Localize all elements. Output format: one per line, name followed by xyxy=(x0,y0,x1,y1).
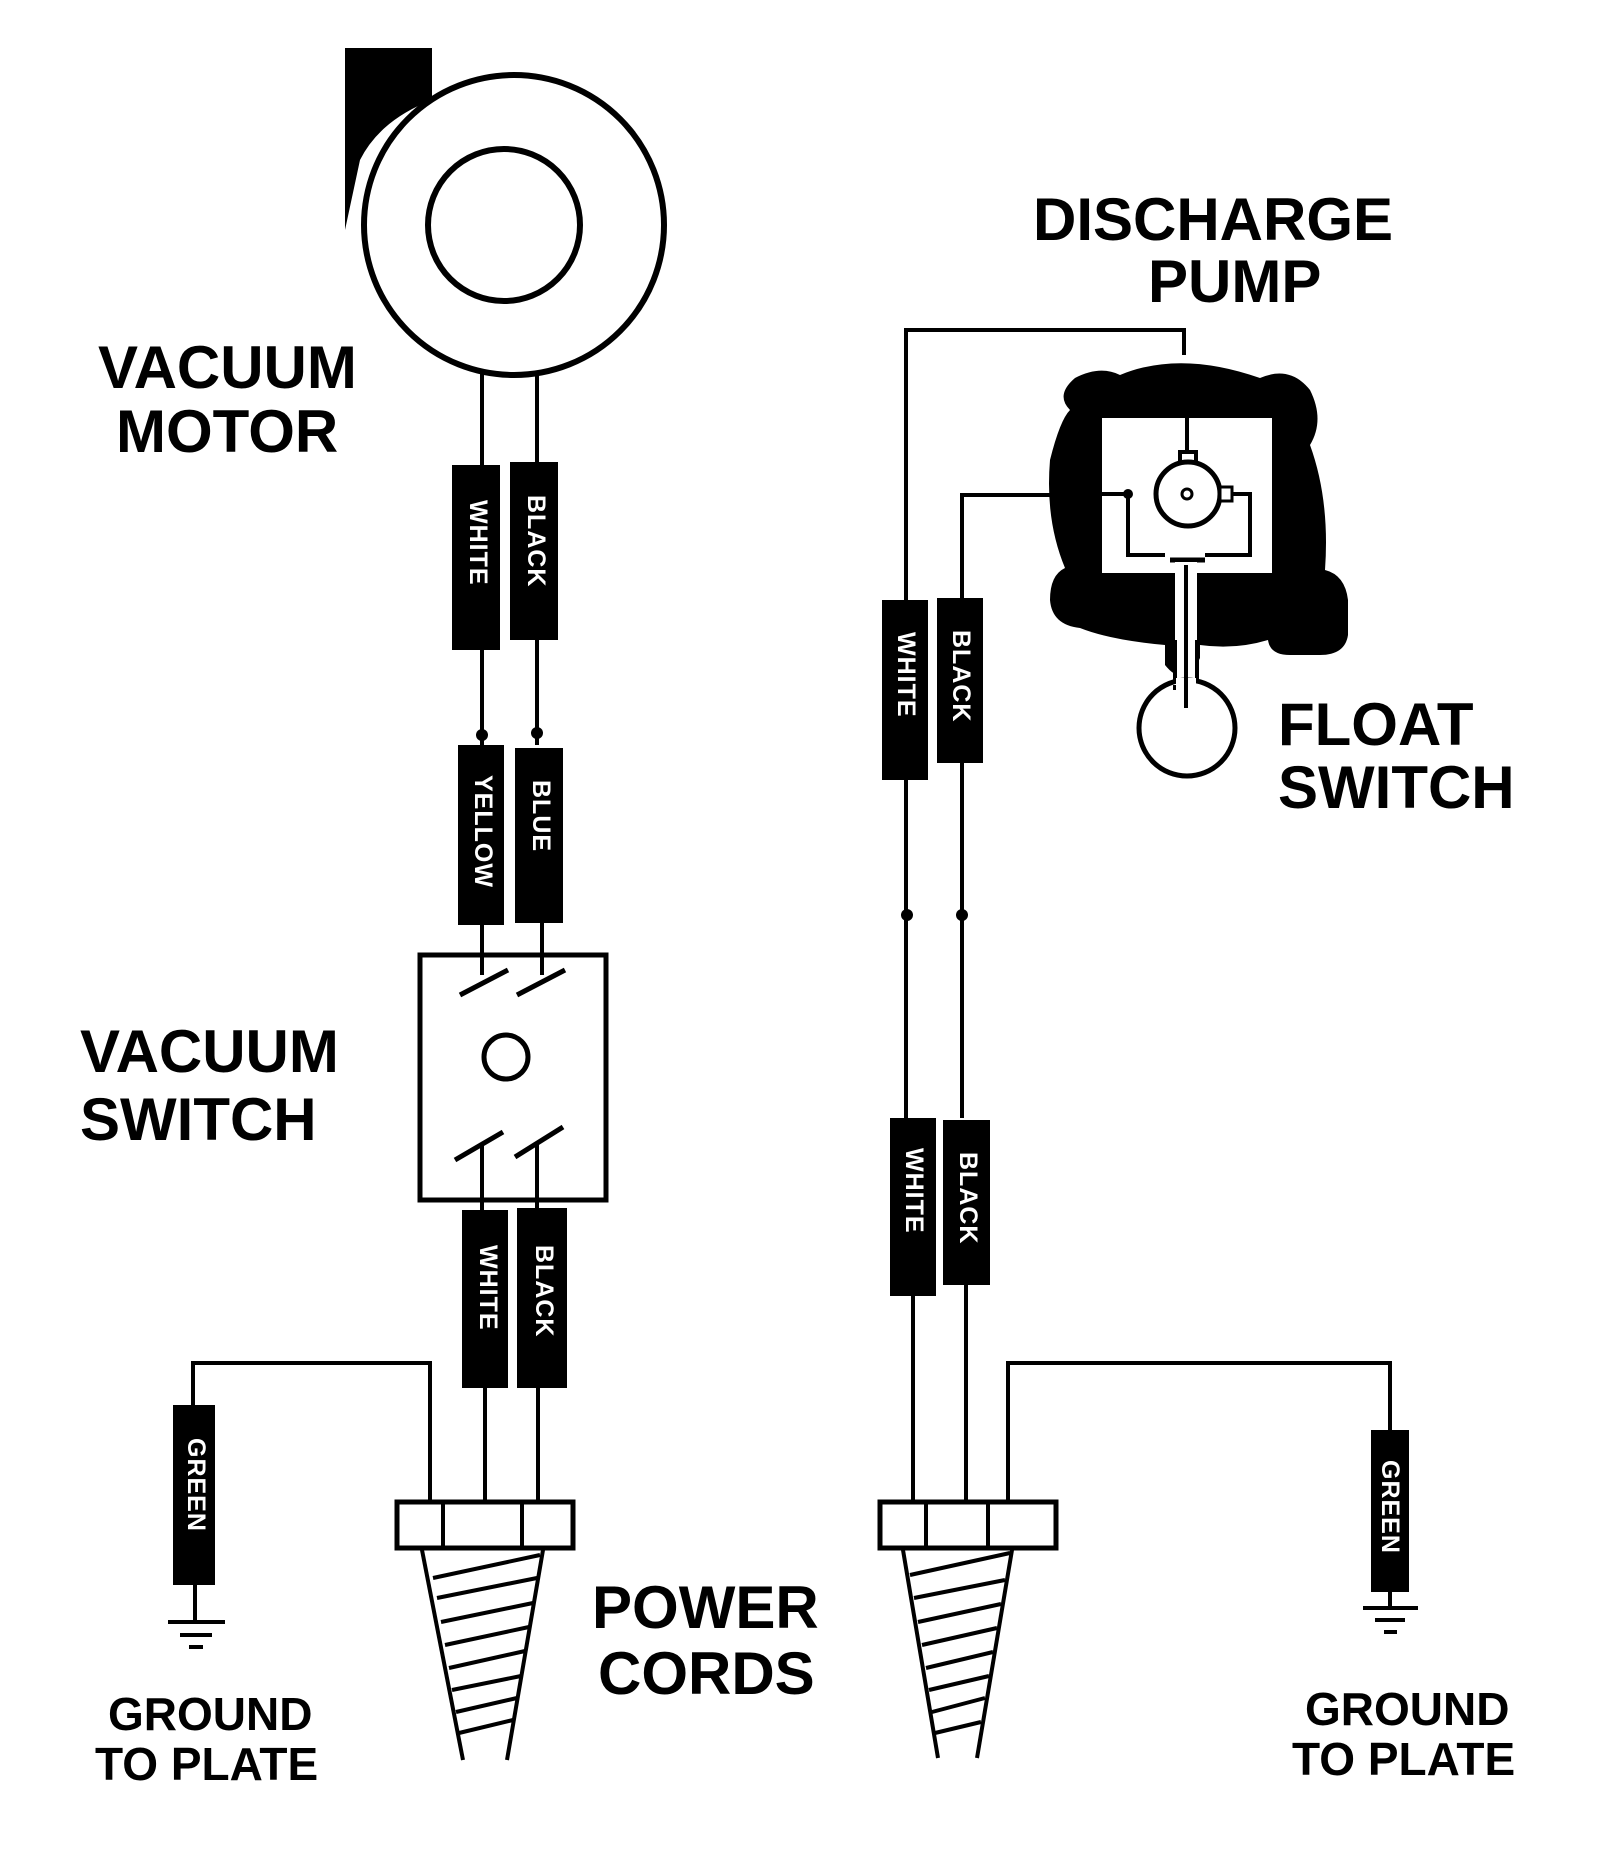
tag-motor-black: BLACK xyxy=(510,462,558,640)
svg-text:BLUE: BLUE xyxy=(527,780,555,852)
splice-dot-pump-right xyxy=(956,909,968,921)
vacuum-motor-label: VACUUM MOTOR xyxy=(98,334,374,465)
tag-left-green: GREEN xyxy=(173,1405,215,1585)
svg-text:WHITE: WHITE xyxy=(892,632,920,718)
tag-switch-out-white: WHITE xyxy=(462,1210,508,1388)
motor-exhaust-housing xyxy=(345,48,432,230)
tag-switch-blue: BLUE xyxy=(515,748,563,923)
svg-text:WHITE: WHITE xyxy=(900,1148,928,1234)
wire-right-ground xyxy=(1006,1361,1392,1502)
ground-right-label: GROUND TO PLATE xyxy=(1292,1683,1522,1785)
ground-symbol-left xyxy=(168,1585,225,1649)
svg-text:BLACK: BLACK xyxy=(530,1245,558,1338)
svg-text:GREEN: GREEN xyxy=(1376,1460,1404,1554)
motor-inner-ring xyxy=(425,146,583,304)
pump-motor-shaft xyxy=(1180,487,1194,501)
switch-contact-3 xyxy=(453,1129,505,1163)
vacuum-motor xyxy=(345,48,667,378)
vacuum-switch-label: VACUUM SWITCH xyxy=(80,1018,356,1153)
tag-pump-lower-white: WHITE xyxy=(890,1118,936,1296)
svg-text:WHITE: WHITE xyxy=(464,500,492,586)
discharge-pump xyxy=(1049,363,1348,779)
switch-contact-2 xyxy=(515,967,567,998)
tag-pump-white: WHITE xyxy=(882,600,928,780)
switch-actuator xyxy=(481,1032,531,1082)
wire-pump-white xyxy=(904,328,1186,600)
power-cord-right xyxy=(877,1499,1059,1759)
ground-symbol-right xyxy=(1363,1592,1418,1634)
svg-text:BLACK: BLACK xyxy=(954,1152,982,1245)
discharge-pump-label: DISCHARGE PUMP xyxy=(1033,186,1410,315)
switch-contact-1 xyxy=(458,967,510,998)
svg-text:BLACK: BLACK xyxy=(522,495,550,588)
svg-text:WHITE: WHITE xyxy=(474,1245,502,1331)
vacuum-switch xyxy=(417,923,609,1210)
svg-text:GREEN: GREEN xyxy=(182,1438,210,1532)
splice-dot-pump-left xyxy=(901,909,913,921)
switch-contact-4 xyxy=(513,1124,565,1160)
svg-text:YELLOW: YELLOW xyxy=(469,775,497,888)
tag-right-green: GREEN xyxy=(1371,1430,1409,1592)
tag-switch-yellow: YELLOW xyxy=(458,745,504,925)
power-cord-left xyxy=(394,1499,576,1761)
power-cords-label: POWER CORDS xyxy=(592,1574,835,1707)
wire-left-ground xyxy=(191,1361,432,1502)
splice-dot-right xyxy=(531,727,543,739)
tag-switch-out-black: BLACK xyxy=(517,1208,567,1388)
splice-dot-left xyxy=(476,729,488,741)
tag-pump-lower-black: BLACK xyxy=(943,1120,990,1285)
float-switch-label: FLOAT SWITCH xyxy=(1278,691,1515,821)
ground-left-label: GROUND TO PLATE xyxy=(95,1688,325,1790)
tag-pump-black: BLACK xyxy=(937,598,983,763)
tag-motor-white: WHITE xyxy=(452,465,500,650)
svg-text:BLACK: BLACK xyxy=(947,630,975,723)
